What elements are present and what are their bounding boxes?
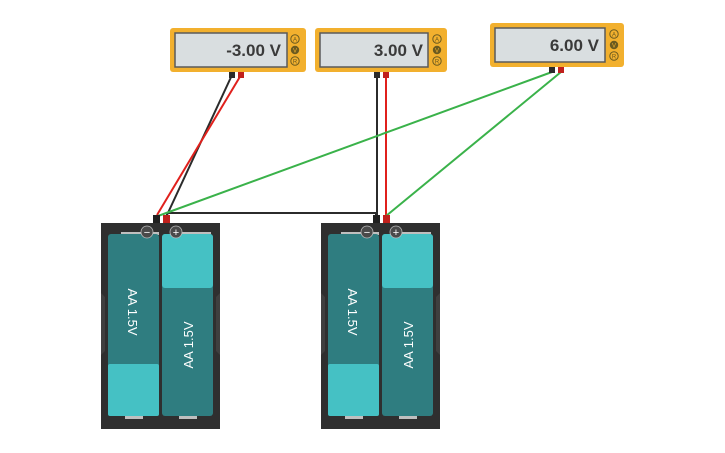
wire-meter3-black[interactable]	[157, 71, 553, 217]
mode-v-icon[interactable]	[609, 40, 619, 50]
mode-a-label: A	[293, 38, 297, 44]
holder-notch-right	[216, 293, 220, 355]
multimeter-3[interactable]: 6.00 V A V R	[490, 23, 624, 73]
probe-black[interactable]	[374, 72, 380, 78]
mode-r-icon[interactable]	[432, 56, 442, 66]
minus-symbol-icon: −	[140, 225, 154, 239]
multimeter-2[interactable]: 3.00 V A V R	[315, 28, 447, 78]
holder-notch-left	[321, 293, 325, 355]
probe-black[interactable]	[549, 67, 555, 73]
cell-cap	[328, 364, 379, 416]
wires	[156, 71, 562, 218]
svg-text:+: +	[173, 227, 179, 239]
battery-cell-2[interactable]: AA 1.5V	[382, 232, 433, 419]
battery-pack-1[interactable]: AA 1.5V AA 1.5V − +	[101, 215, 220, 429]
battery-cell-1[interactable]: AA 1.5V	[328, 232, 381, 419]
wire-meter1-red[interactable]	[156, 74, 242, 216]
meter-reading: -3.00 V	[226, 41, 281, 60]
holder-notch-left	[101, 293, 105, 355]
mode-r-label: R	[612, 55, 617, 61]
battery-cell-1[interactable]: AA 1.5V	[108, 232, 161, 419]
mode-a-icon[interactable]	[290, 34, 300, 44]
terminal-plus[interactable]	[383, 215, 390, 223]
cell-cap	[162, 234, 213, 288]
meter-reading: 3.00 V	[374, 41, 424, 60]
mode-r-label: R	[435, 60, 440, 66]
mode-r-label: R	[293, 60, 298, 66]
mode-a-icon[interactable]	[609, 29, 619, 39]
svg-text:−: −	[144, 227, 150, 239]
meter-reading: 6.00 V	[550, 36, 600, 55]
wire-series-link[interactable]	[166, 212, 377, 218]
meter-screen	[319, 32, 429, 68]
mode-v-icon[interactable]	[290, 45, 300, 55]
mode-r-icon[interactable]	[609, 51, 619, 61]
mode-a-icon[interactable]	[432, 34, 442, 44]
mode-r-icon[interactable]	[290, 56, 300, 66]
cell-label: AA 1.5V	[345, 289, 360, 336]
mode-v-icon[interactable]	[432, 45, 442, 55]
plus-symbol-icon: +	[169, 225, 183, 239]
battery-pack-2[interactable]: AA 1.5V AA 1.5V − +	[321, 215, 440, 429]
mode-a-label: A	[612, 33, 616, 39]
cell-cap	[382, 234, 433, 288]
battery-cell-2[interactable]: AA 1.5V	[162, 232, 213, 419]
cell-divider	[159, 232, 162, 418]
cell-label: AA 1.5V	[125, 289, 140, 336]
cell-label: AA 1.5V	[181, 321, 196, 368]
cell-divider	[379, 232, 382, 418]
mode-v-label: V	[293, 49, 297, 55]
mode-v-label: V	[435, 49, 439, 55]
svg-text:+: +	[393, 227, 399, 239]
probe-red[interactable]	[383, 72, 389, 78]
probe-red[interactable]	[238, 72, 244, 78]
terminal-plus[interactable]	[163, 215, 170, 223]
meter-screen	[174, 32, 288, 68]
probe-black[interactable]	[229, 72, 235, 78]
mode-selector[interactable]: A V R	[290, 34, 300, 66]
probe-red[interactable]	[558, 67, 564, 73]
mode-v-label: V	[612, 44, 616, 50]
mode-a-label: A	[435, 38, 439, 44]
mode-selector[interactable]: A V R	[609, 29, 619, 61]
terminal-minus[interactable]	[153, 215, 160, 223]
terminal-minus[interactable]	[373, 215, 380, 223]
holder-notch-right	[436, 293, 440, 355]
meter-screen	[494, 27, 606, 63]
mode-selector[interactable]: A V R	[432, 34, 442, 66]
minus-symbol-icon: −	[360, 225, 374, 239]
wire-meter3-red[interactable]	[385, 71, 562, 217]
multimeter-1[interactable]: -3.00 V A V R	[170, 28, 306, 78]
svg-text:−: −	[364, 227, 370, 239]
cell-label: AA 1.5V	[401, 321, 416, 368]
plus-symbol-icon: +	[389, 225, 403, 239]
cell-cap	[108, 364, 159, 416]
